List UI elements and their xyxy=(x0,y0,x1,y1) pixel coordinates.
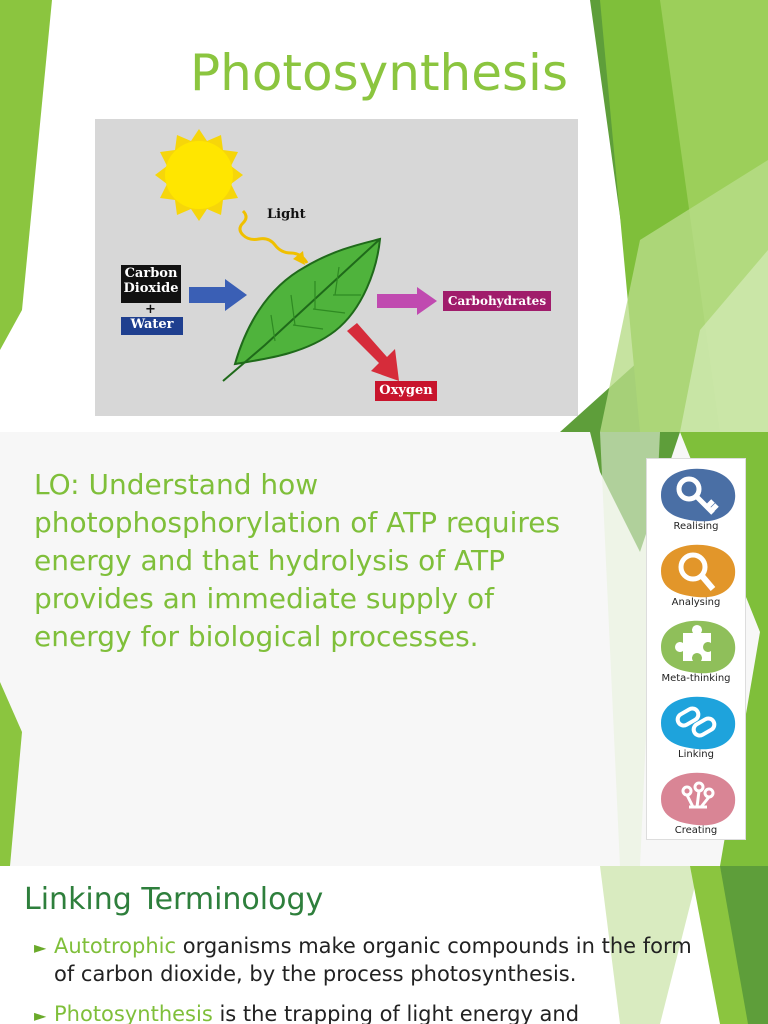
input-arrow-icon xyxy=(189,279,247,311)
puzzle-icon xyxy=(661,620,736,674)
list-item: ► Autotrophic organisms make organic com… xyxy=(34,932,714,988)
bullet-text: is the trapping of light energy and xyxy=(212,1002,580,1024)
bullet-text: organisms make organic compounds in the … xyxy=(54,934,692,986)
list-item: ► Photosynthesis is the trapping of ligh… xyxy=(34,1000,714,1024)
carbohydrates-arrow-icon xyxy=(377,287,437,315)
skill-label: Realising xyxy=(673,521,719,532)
sun-icon xyxy=(155,129,243,221)
water-label: Water xyxy=(121,317,183,335)
slide-decoration xyxy=(0,0,768,432)
magnifier-icon xyxy=(661,544,736,598)
skill-meta-thinking: Meta-thinking xyxy=(653,617,739,687)
slide-decoration xyxy=(0,432,768,866)
slide-linking-terminology: Linking Terminology ► Autotrophic organi… xyxy=(0,866,768,1024)
chain-link-icon xyxy=(661,696,736,750)
leaf-icon xyxy=(222,237,382,382)
light-label: Light xyxy=(267,207,306,222)
learning-objective-text: LO: Understand how photophosphorylation … xyxy=(34,468,561,653)
section-title: Linking Terminology xyxy=(24,882,324,917)
carbohydrates-label: Carbohydrates xyxy=(443,291,551,311)
key-icon xyxy=(661,468,736,522)
photosynthesis-diagram: Light Carbon Dioxide + Water Carbohydrat… xyxy=(95,119,578,416)
skill-realising: Realising xyxy=(653,465,739,535)
thinking-skills-panel: Realising Analysing Meta-thinking Link xyxy=(646,458,746,840)
skill-label: Analysing xyxy=(671,597,721,608)
diagram-art xyxy=(155,129,437,382)
oxygen-label: Oxygen xyxy=(375,381,437,401)
skill-label: Meta-thinking xyxy=(661,673,731,684)
term-photosynthesis: Photosynthesis xyxy=(54,1002,213,1024)
slide-photosynthesis: Photosynthesis xyxy=(0,0,768,432)
term-autotrophic: Autotrophic xyxy=(54,934,177,958)
skill-label: Creating xyxy=(674,825,718,836)
bullet-arrow-icon: ► xyxy=(34,1006,47,1024)
slide-learning-objective: LO: Understand how photophosphorylation … xyxy=(0,432,768,866)
page-title: Photosynthesis xyxy=(190,44,569,102)
slide-decoration xyxy=(600,866,768,1024)
creating-icon xyxy=(661,772,736,826)
skill-label: Linking xyxy=(678,749,714,760)
bullet-arrow-icon: ► xyxy=(34,938,47,957)
skill-analysing: Analysing xyxy=(653,541,739,611)
carbon-dioxide-label: Carbon Dioxide xyxy=(121,265,181,303)
skill-creating: Creating xyxy=(653,769,739,839)
plus-sign: + xyxy=(145,302,156,317)
oxygen-arrow-icon xyxy=(347,323,399,381)
light-ray-icon xyxy=(238,209,309,264)
skill-linking: Linking xyxy=(653,693,739,763)
